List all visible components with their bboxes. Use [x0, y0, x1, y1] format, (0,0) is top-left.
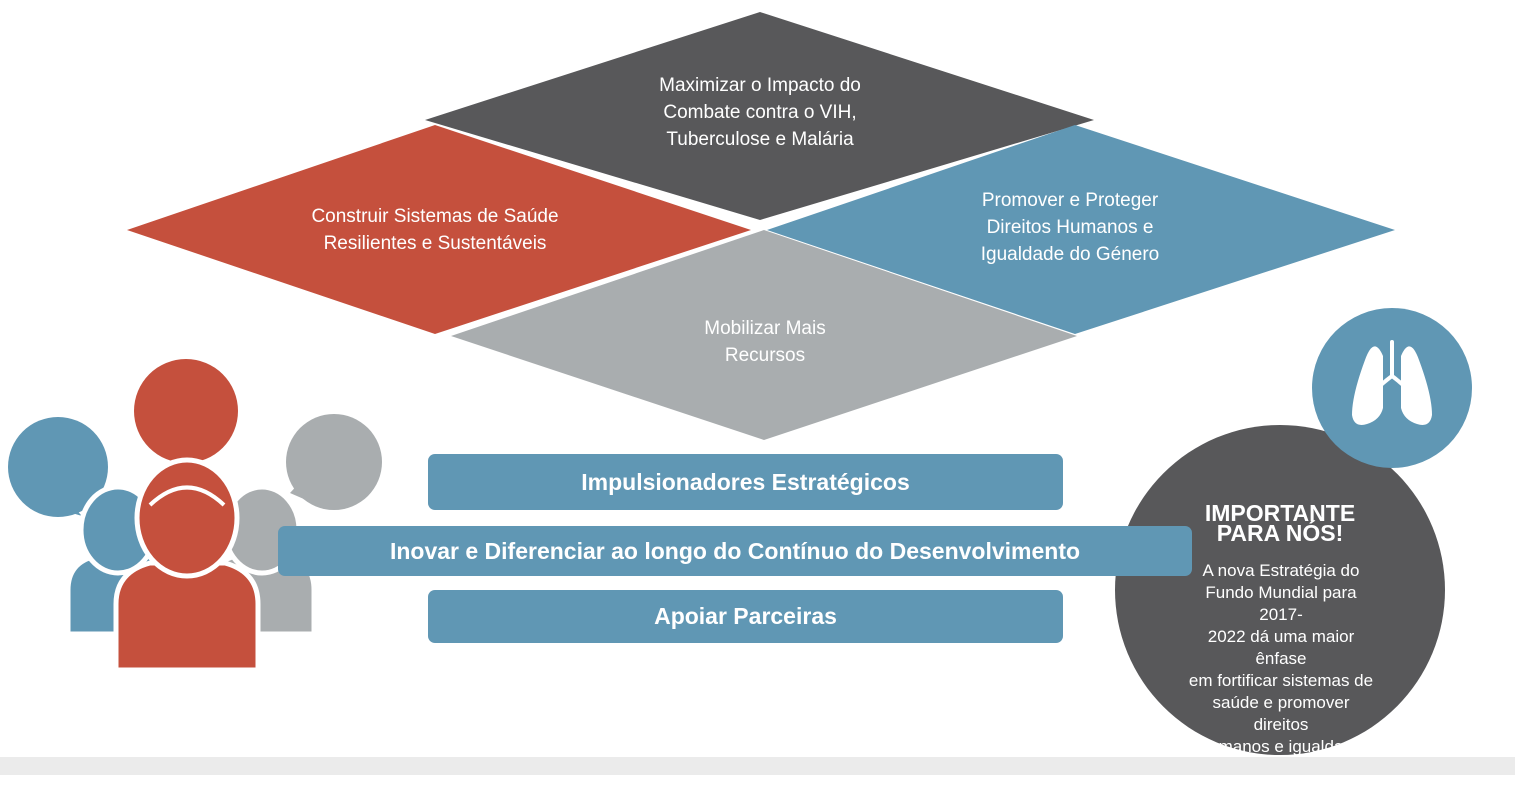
- diamond-bottom: [451, 230, 1077, 440]
- diamond-top: [425, 12, 1094, 220]
- importance-title: IMPORTANTE PARA NÓS!: [1204, 500, 1356, 546]
- bar-strategic-enablers: Impulsionadores Estratégicos: [428, 454, 1063, 510]
- importance-callout-shape: [1115, 308, 1472, 755]
- diagram-shapes: [8, 12, 1472, 755]
- bar-innovate-differentiate: Inovar e Diferenciar ao longo do Contínu…: [278, 526, 1192, 576]
- bar-support-partners: Apoiar Parceiras: [428, 590, 1063, 643]
- diamond-left: [127, 125, 751, 334]
- importance-text: A nova Estratégia do Fundo Mundial para …: [1188, 561, 1374, 800]
- diamond-top-label: Maximizar o Impacto do Combate contra o …: [659, 75, 861, 150]
- lungs-icon: [1352, 340, 1432, 425]
- diamond-bottom-label: Mobilizar Mais Recursos: [704, 318, 826, 366]
- diamond-right: [767, 125, 1395, 334]
- diamond-left-label: Construir Sistemas de Saúde Resilientes …: [311, 206, 559, 254]
- strategy-diagram: Maximizar o Impacto do Combate contra o …: [0, 12, 1515, 775]
- footer-strip: [0, 757, 1515, 775]
- people-speech-icon: [8, 359, 382, 673]
- diamond-right-label: Promover e Proteger Direitos Humanos e I…: [980, 190, 1160, 265]
